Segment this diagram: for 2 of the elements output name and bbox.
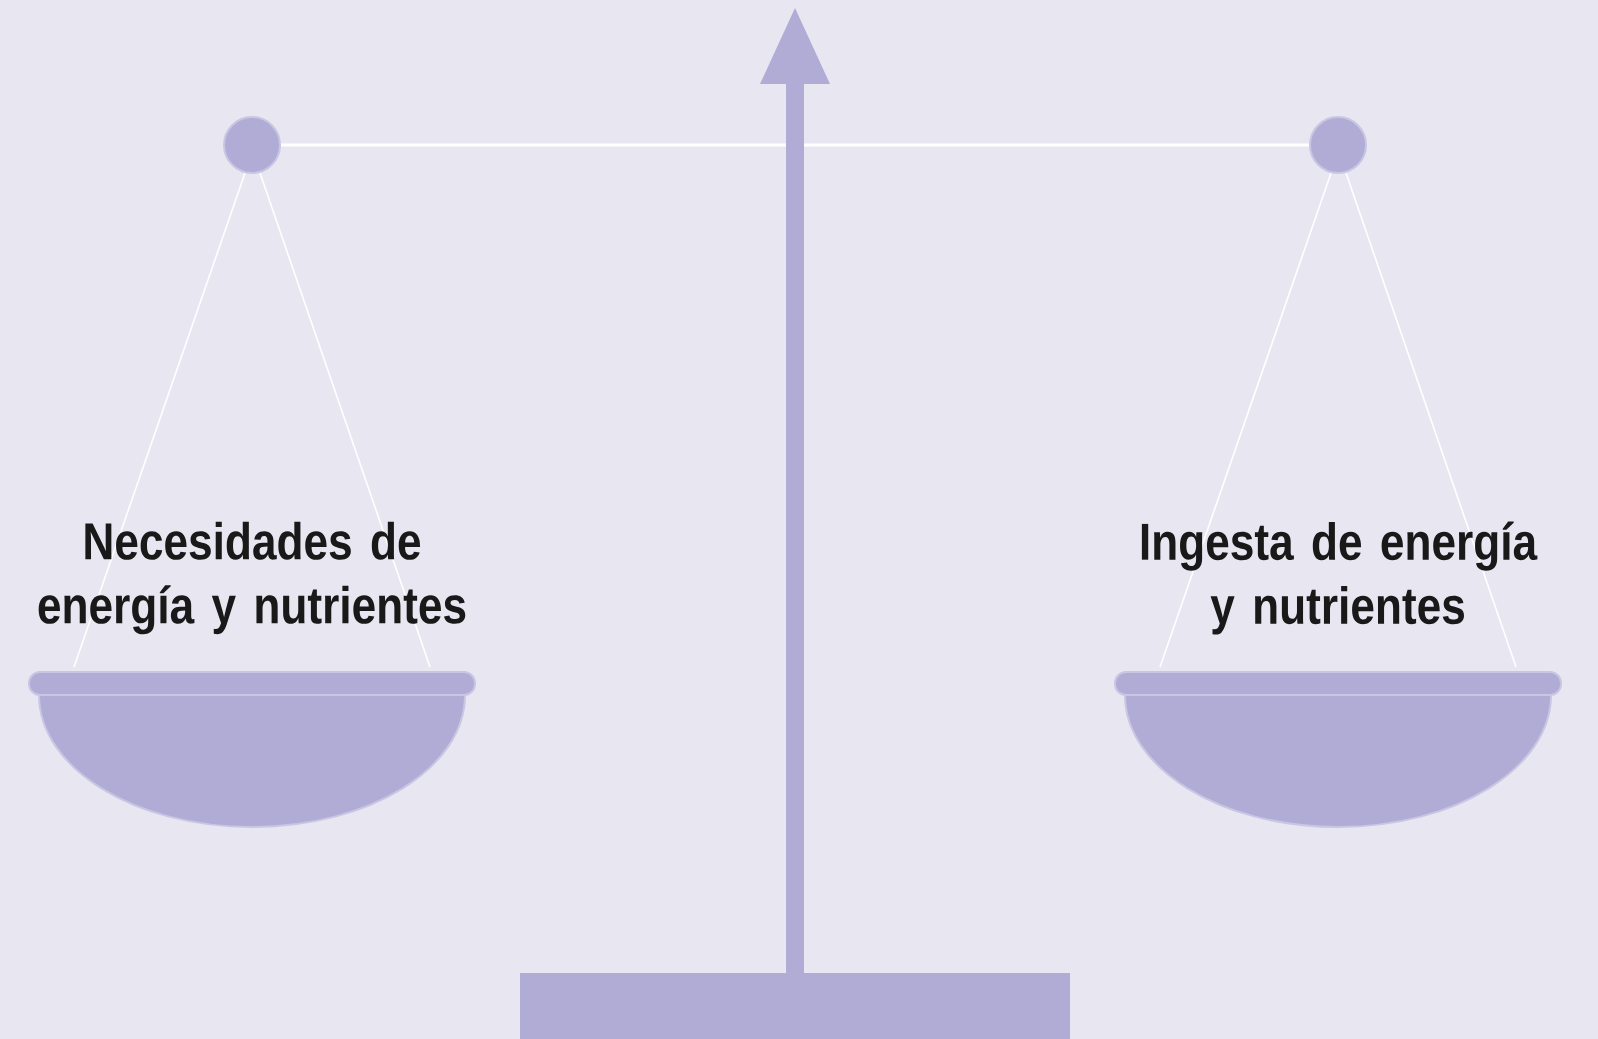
label-text: Necesidades de energía y nutrientes bbox=[38, 521, 466, 635]
label-text: Ingesta de energía y nutrientes bbox=[1141, 521, 1538, 635]
